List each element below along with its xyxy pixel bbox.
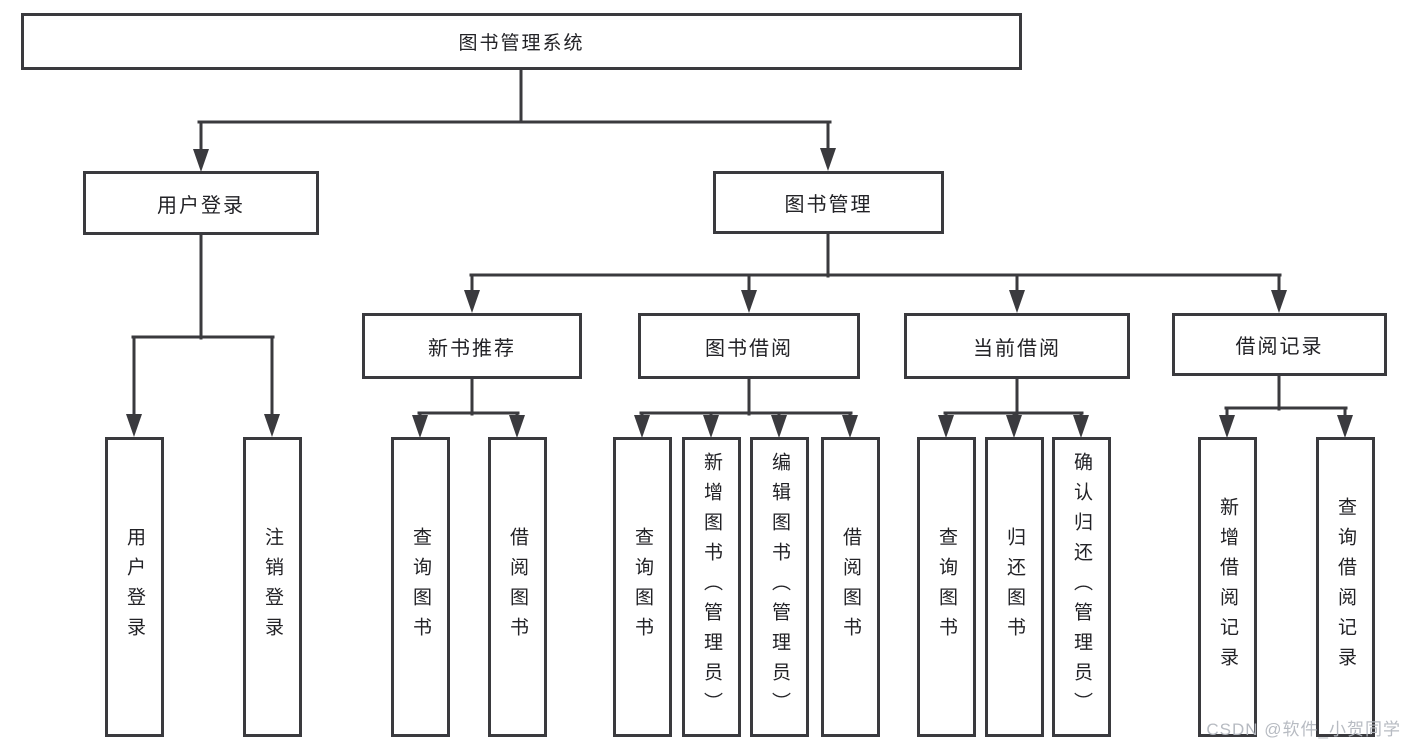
node-book-management: 图书管理 xyxy=(713,171,944,234)
leaf-edit-books-admin: 编辑图书（管理员） xyxy=(750,437,809,737)
leaf-return-books: 归还图书 xyxy=(985,437,1044,737)
leaf-query-books-borrowing-label: 查询图书 xyxy=(632,527,653,647)
leaf-add-books-admin: 新增图书（管理员） xyxy=(682,437,741,737)
leaf-return-books-label: 归还图书 xyxy=(1004,527,1025,647)
leaf-query-books-recommend: 查询图书 xyxy=(391,437,450,737)
node-new-book-recommendation-label: 新书推荐 xyxy=(428,337,516,360)
node-root: 图书管理系统 xyxy=(21,13,1022,70)
leaf-borrow-books-borrowing: 借阅图书 xyxy=(821,437,880,737)
leaf-logout: 注销登录 xyxy=(243,437,302,737)
leaf-edit-books-admin-label: 编辑图书（管理员） xyxy=(769,452,790,722)
leaf-add-borrow-record-label: 新增借阅记录 xyxy=(1217,497,1238,677)
node-user-login-branch: 用户登录 xyxy=(83,171,319,235)
node-current-borrowing: 当前借阅 xyxy=(904,313,1130,379)
leaf-user-login: 用户登录 xyxy=(105,437,164,737)
leaf-borrow-books-recommend: 借阅图书 xyxy=(488,437,547,737)
leaf-query-books-current-label: 查询图书 xyxy=(936,527,957,647)
arrowheads xyxy=(126,148,1353,438)
leaf-query-books-borrowing: 查询图书 xyxy=(613,437,672,737)
node-book-borrowing: 图书借阅 xyxy=(638,313,860,379)
node-borrowing-records: 借阅记录 xyxy=(1172,313,1387,376)
leaf-query-books-current: 查询图书 xyxy=(917,437,976,737)
leaf-query-books-recommend-label: 查询图书 xyxy=(410,527,431,647)
node-new-book-recommendation: 新书推荐 xyxy=(362,313,582,379)
csdn-watermark: CSDN @软件_小贺同学 xyxy=(1206,720,1401,739)
leaf-add-borrow-record: 新增借阅记录 xyxy=(1198,437,1257,737)
node-root-label: 图书管理系统 xyxy=(458,33,585,54)
leaf-add-books-admin-label: 新增图书（管理员） xyxy=(701,452,722,722)
node-book-management-label: 图书管理 xyxy=(784,194,873,216)
leaf-user-login-label: 用户登录 xyxy=(124,527,145,647)
node-current-borrowing-label: 当前借阅 xyxy=(973,337,1061,360)
leaf-logout-label: 注销登录 xyxy=(262,527,283,647)
leaf-borrow-books-borrowing-label: 借阅图书 xyxy=(840,527,861,647)
leaf-confirm-return-admin: 确认归还（管理员） xyxy=(1052,437,1111,737)
node-book-borrowing-label: 图书借阅 xyxy=(705,337,793,360)
node-user-login-branch-label: 用户登录 xyxy=(157,194,245,217)
leaf-confirm-return-admin-label: 确认归还（管理员） xyxy=(1071,452,1092,722)
leaf-query-borrow-record: 查询借阅记录 xyxy=(1316,437,1375,737)
leaf-query-borrow-record-label: 查询借阅记录 xyxy=(1335,497,1356,677)
leaf-borrow-books-recommend-label: 借阅图书 xyxy=(507,527,528,647)
node-borrowing-records-label: 借阅记录 xyxy=(1235,336,1324,358)
